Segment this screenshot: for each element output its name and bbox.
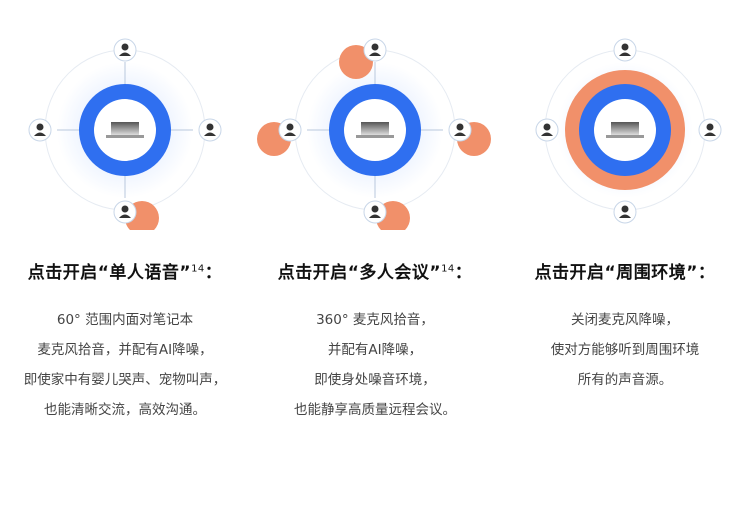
person-icon-bottom [613,200,637,224]
multi-meeting-diagram [257,38,491,230]
person-icon-left [28,118,52,142]
person-icon-left [278,118,302,142]
laptop-icon [106,122,144,138]
person-icon-bottom [113,200,137,224]
single-voice-diagram [28,38,222,230]
laptop-icon [356,122,394,138]
person-icon-top [613,38,637,62]
section-description: 60° 范围内面对笔记本 麦克风拾音，并配有AI降噪， 即使家中有婴儿哭声、宠物… [23,312,227,418]
section-multi-meeting: 点击开启“多人会议”14： 360° 麦克风拾音， 并配有AI降噪， 即使身处噪… [250,0,500,528]
section-ambient: 点击开启“周围环境”： 关闭麦克风降噪， 使对方能够听到周围环境 所有的声音源。 [500,0,750,528]
person-icon-right [448,118,472,142]
person-icon-top [363,38,387,62]
section-title: 点击开启“周围环境”： [534,263,716,283]
person-icon-bottom [363,200,387,224]
person-icon-left [535,118,559,142]
section-title: 点击开启“单人语音”14： [27,263,223,283]
section-single-voice: 点击开启“单人语音”14： 60° 范围内面对笔记本 麦克风拾音，并配有AI降噪… [0,0,250,528]
person-icon-right [198,118,222,142]
section-title: 点击开启“多人会议”14： [277,263,473,283]
person-icon-right [698,118,722,142]
ambient-diagram [535,38,722,224]
section-description: 360° 麦克风拾音， 并配有AI降噪， 即使身处噪音环境， 也能静享高质量远程… [294,312,456,418]
person-icon-top [113,38,137,62]
pickup-arc [95,102,155,126]
section-description: 关闭麦克风降噪， 使对方能够听到周围环境 所有的声音源。 [550,312,700,388]
laptop-icon [606,122,644,138]
